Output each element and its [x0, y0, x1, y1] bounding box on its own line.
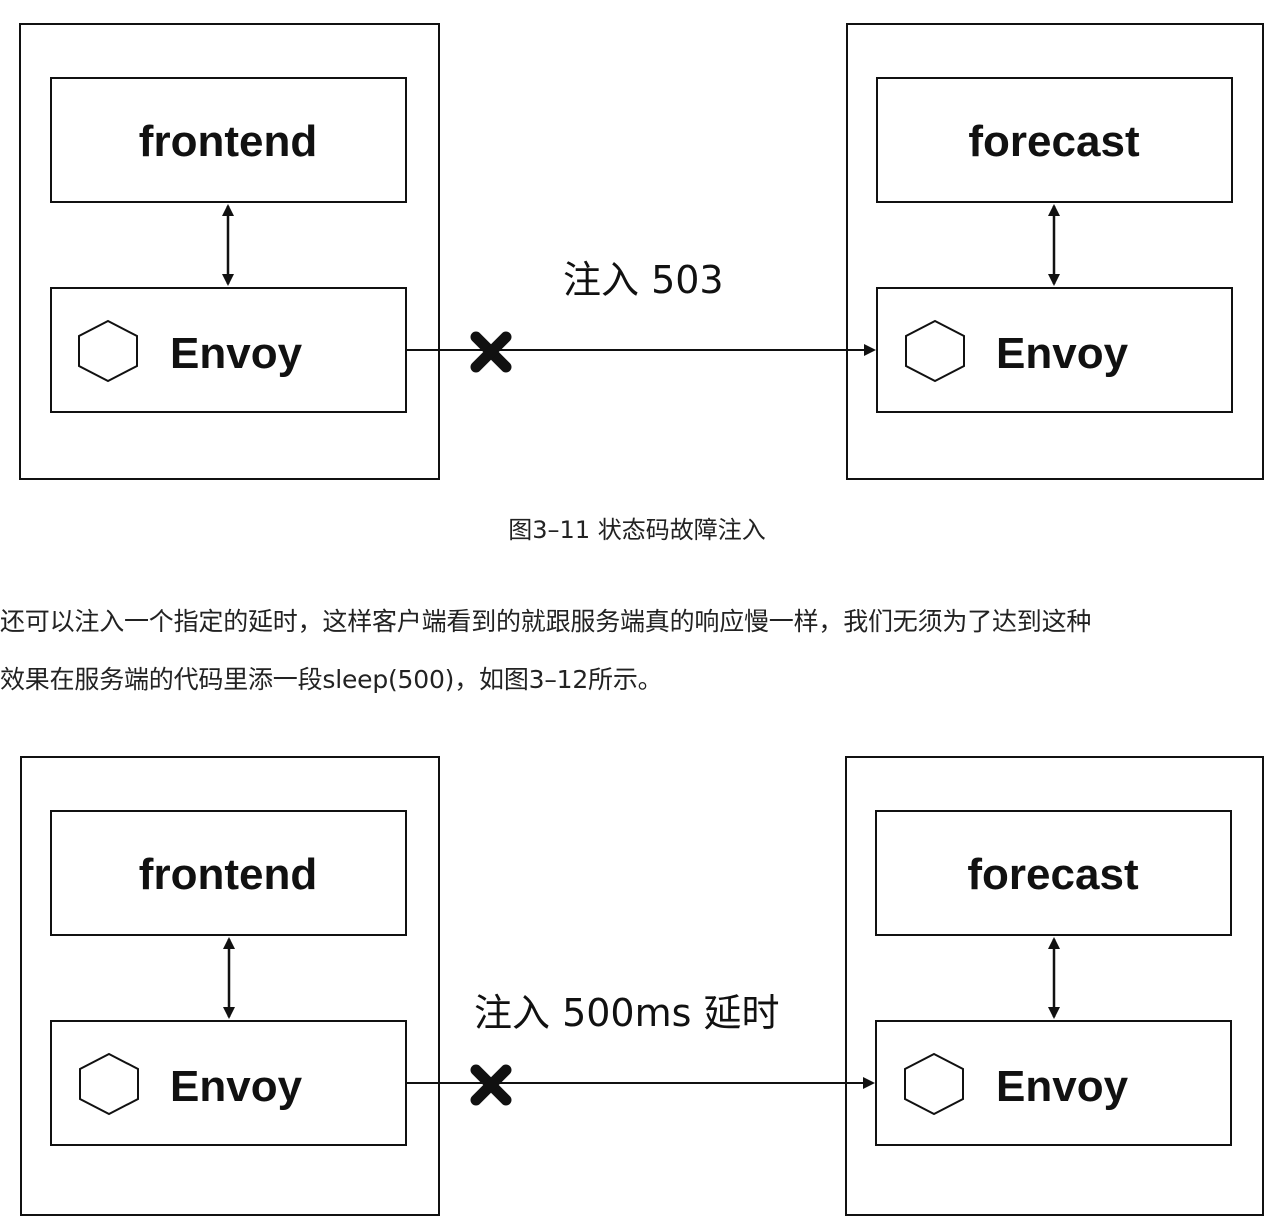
frontend-label: frontend — [139, 850, 317, 899]
inject-delay-label: 注入 500ms 延时 — [474, 991, 780, 1035]
right-envoy-box — [875, 1020, 1232, 1146]
figure-caption: 图3–11 状态码故障注入 — [508, 516, 766, 544]
right-envoy-label: Envoy — [996, 329, 1129, 378]
frontend-box — [50, 810, 407, 936]
left-envoy-label: Envoy — [170, 1062, 303, 1111]
paragraph-line-1: 还可以注入一个指定的延时，这样客户端看到的就跟服务端真的响应慢一样，我们无须为了… — [0, 607, 1092, 636]
inject-503-label: 注入 503 — [563, 258, 724, 302]
forecast-box — [876, 77, 1233, 203]
right-envoy-label: Envoy — [996, 1062, 1129, 1111]
left-pod-container — [19, 23, 440, 480]
frontend-label: frontend — [139, 117, 317, 166]
forecast-box — [875, 810, 1232, 936]
fault-x-icon — [470, 331, 512, 373]
right-pod-container — [846, 23, 1264, 480]
forecast-label: forecast — [967, 850, 1139, 899]
forecast-label: forecast — [968, 117, 1140, 166]
paragraph-line-2: 效果在服务端的代码里添一段sleep(500)，如图3–12所示。 — [0, 665, 663, 694]
fault-x-icon — [470, 1064, 512, 1106]
frontend-box — [50, 77, 407, 203]
fault-injection-503-diagram: frontend Envoy forecast Envoy 注入 503 — [0, 0, 1274, 490]
right-pod-container — [845, 756, 1264, 1216]
left-pod-container — [20, 756, 440, 1216]
right-envoy-hexagon-icon — [904, 1052, 964, 1116]
delay-injection-diagram: frontend Envoy forecast Envoy 注入 500ms 延… — [0, 740, 1274, 1218]
right-envoy-box — [876, 287, 1233, 413]
left-envoy-label: Envoy — [170, 329, 303, 378]
left-envoy-hexagon-icon — [79, 1052, 139, 1116]
right-envoy-hexagon-icon — [905, 319, 965, 383]
left-envoy-hexagon-icon — [78, 319, 138, 383]
